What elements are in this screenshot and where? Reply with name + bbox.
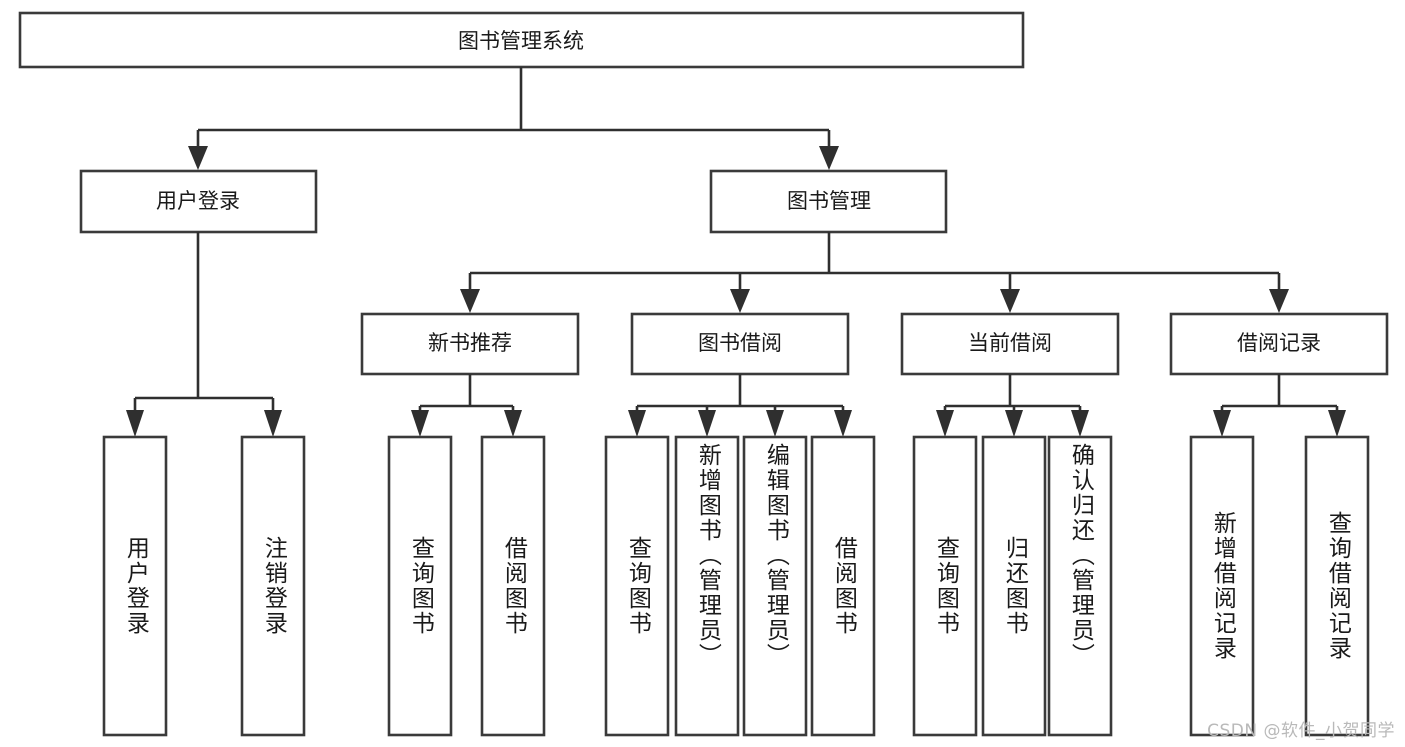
arrow-head-leaf-user-login-2 (264, 410, 282, 437)
arrow-head-leaf-bb-2 (698, 410, 716, 437)
leaf-box-nbr-1[interactable] (387, 435, 453, 737)
leaf-box-cb-1[interactable] (912, 435, 978, 737)
leaf-box-user-login-2[interactable] (240, 435, 306, 737)
leaf-box-cb-2[interactable] (981, 435, 1047, 737)
leaf-box-bb-1[interactable] (604, 435, 670, 737)
node-book-borrow-label: 图书借阅 (698, 331, 782, 355)
arrow-head-to-new-book (460, 289, 480, 313)
node-book-manage-box[interactable] (709, 169, 948, 234)
node-book-borrow-box[interactable] (630, 312, 850, 376)
leaf-box-bb-2[interactable] (674, 435, 740, 737)
watermark: CSDN @软件_小贺同学 (1207, 721, 1395, 741)
node-root-label: 图书管理系统 (458, 29, 584, 53)
node-new-book-recommend[interactable]: 新书推荐 (360, 312, 580, 376)
node-current-borrow-box[interactable] (900, 312, 1120, 376)
node-new-book-recommend-label: 新书推荐 (428, 331, 512, 355)
node-borrow-record-label: 借阅记录 (1237, 331, 1321, 355)
leaf-box-user-login-1[interactable] (102, 435, 168, 737)
arrow-head-to-borrow-record (1269, 289, 1289, 313)
arrow-head-leaf-user-login-1 (126, 410, 144, 437)
arrow-head-leaf-cb-3 (1071, 410, 1089, 437)
leaf-box-bb-4[interactable] (810, 435, 876, 737)
arrow-head-to-book-borrow (730, 289, 750, 313)
node-borrow-record[interactable]: 借阅记录 (1169, 312, 1389, 376)
arrow-head-leaf-nbr-1 (411, 410, 429, 437)
arrow-head-leaf-cb-2 (1005, 410, 1023, 437)
leaf-box-br-1[interactable] (1189, 435, 1255, 737)
arrow-head-leaf-bb-4 (834, 410, 852, 437)
arrow-head-leaf-bb-3 (766, 410, 784, 437)
node-current-borrow-label: 当前借阅 (968, 331, 1052, 355)
node-current-borrow[interactable]: 当前借阅 (900, 312, 1120, 376)
node-root-box[interactable] (18, 11, 1025, 69)
leaf-box-cb-3[interactable] (1047, 435, 1113, 737)
leaf-box-br-2[interactable] (1304, 435, 1370, 737)
node-book-manage[interactable]: 图书管理 (709, 169, 948, 234)
arrow-head-to-book-manage (819, 146, 839, 170)
arrow-head-to-current-borrow (1000, 289, 1020, 313)
arrow-head-leaf-nbr-2 (504, 410, 522, 437)
node-root[interactable]: 图书管理系统 (18, 11, 1025, 69)
arrow-head-leaf-cb-1 (936, 410, 954, 437)
arrow-head-leaf-br-2 (1328, 410, 1346, 437)
arrow-head-to-user-login (188, 146, 208, 170)
node-new-book-recommend-box[interactable] (360, 312, 580, 376)
node-book-manage-label: 图书管理 (787, 189, 871, 213)
node-user-login-label: 用户登录 (156, 189, 240, 213)
leaf-box-nbr-2[interactable] (480, 435, 546, 737)
leaf-box-bb-3[interactable] (742, 435, 808, 737)
arrow-head-leaf-br-1 (1213, 410, 1231, 437)
node-borrow-record-box[interactable] (1169, 312, 1389, 376)
node-user-login[interactable]: 用户登录 (79, 169, 318, 234)
node-book-borrow[interactable]: 图书借阅 (630, 312, 850, 376)
arrow-head-leaf-bb-1 (628, 410, 646, 437)
